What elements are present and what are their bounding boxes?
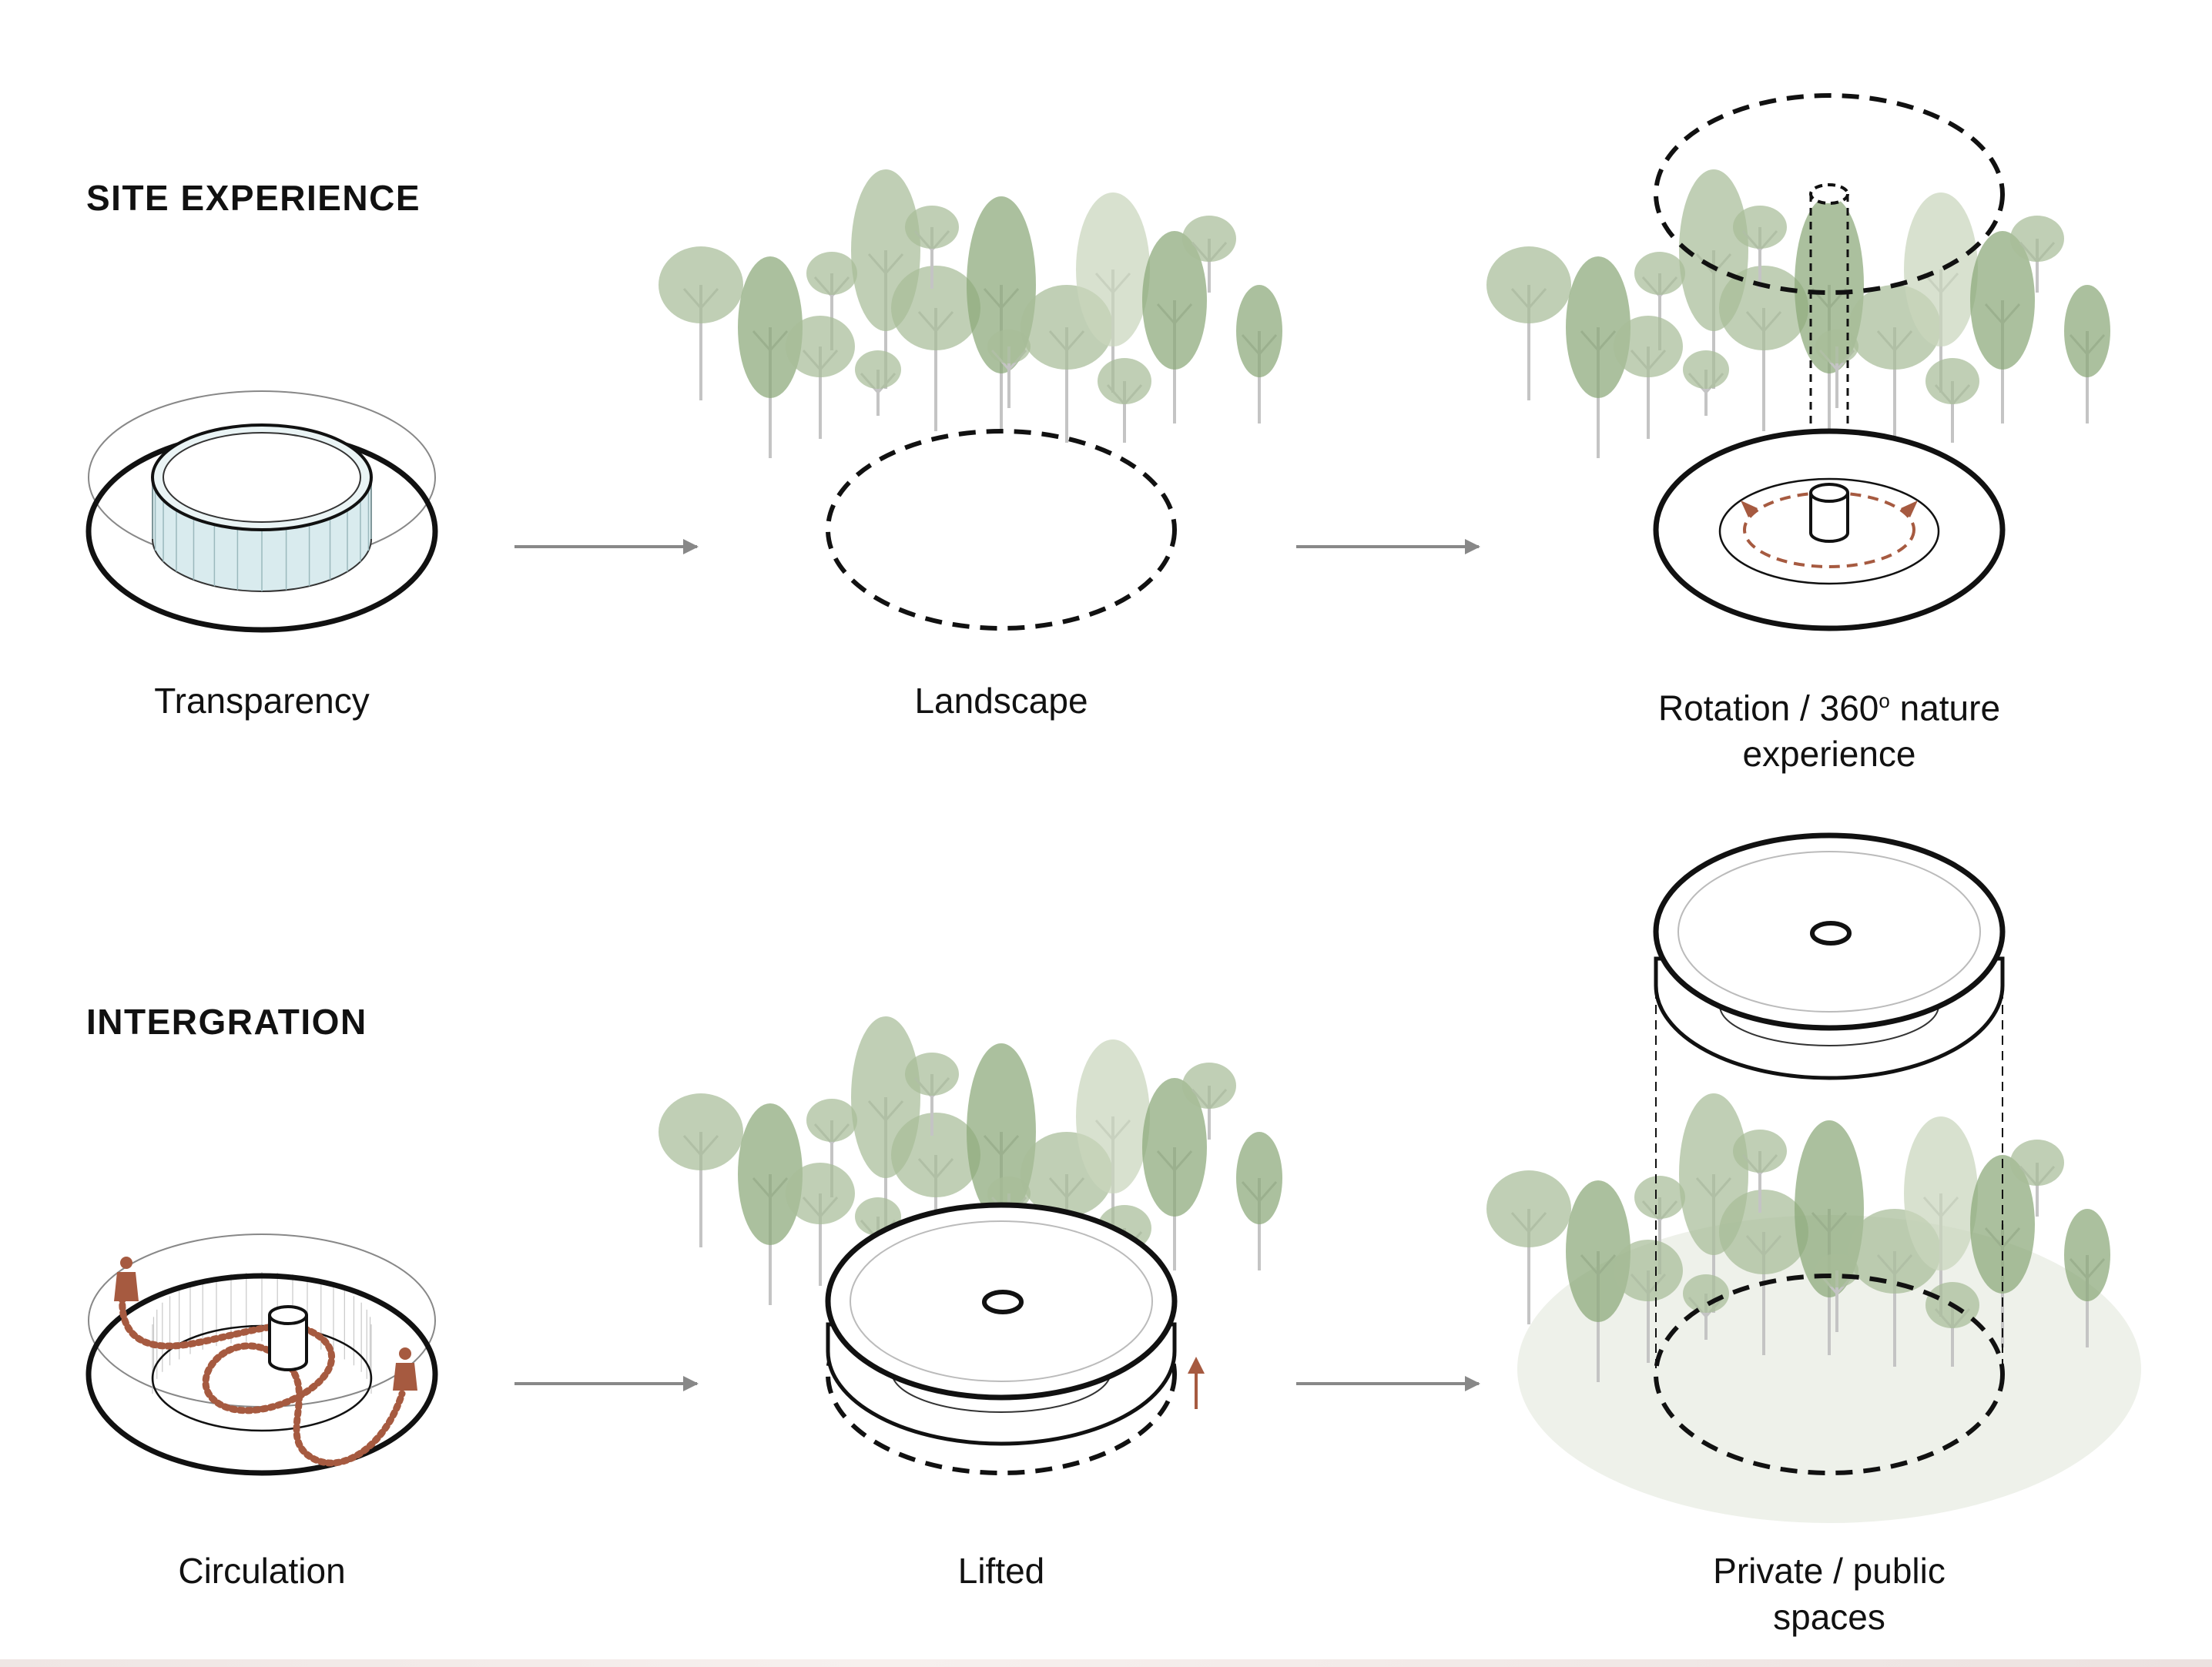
- caption-rotation-line2: experience: [1742, 734, 1916, 775]
- tree-icon: [1566, 1180, 1631, 1382]
- circulation-diagram: [85, 1234, 438, 1476]
- tree-icon: [1815, 1254, 1858, 1332]
- tree-icon: [786, 316, 855, 439]
- tree-icon: [1719, 266, 1808, 431]
- tree-icon: [2064, 285, 2110, 423]
- private-ground-outline: [1654, 1274, 2005, 1475]
- tree-icon: [1614, 316, 1683, 439]
- tree-icon: [659, 1093, 743, 1247]
- tree-icon: [2010, 1140, 2064, 1217]
- caption-circulation: Circulation: [178, 1551, 346, 1591]
- circulation-path: [119, 1278, 406, 1467]
- tree-icon: [1733, 1130, 1787, 1213]
- tree-cluster-rotation: [1486, 169, 2110, 458]
- caption-rotation-part-b: nature: [1889, 688, 2001, 728]
- site-ring-circulation: [85, 1273, 438, 1476]
- tree-icon: [1236, 285, 1282, 423]
- landscape-diagram: [826, 429, 1177, 631]
- lift-arrow-icon: [1188, 1357, 1205, 1374]
- bottom-band: [0, 1659, 2212, 1667]
- tree-icon: [738, 1103, 803, 1305]
- caption-lifted: Lifted: [957, 1551, 1045, 1591]
- tree-icon: [891, 266, 980, 431]
- section-title-integration: INTERGRATION: [86, 1002, 367, 1042]
- public-ground-area: [1517, 1215, 2141, 1523]
- tree-icon: [786, 1163, 855, 1286]
- tree-icon: [1182, 1063, 1236, 1140]
- tree-icon: [1566, 256, 1631, 458]
- caption-transparency: Transparency: [154, 681, 370, 721]
- tree-icon: [1486, 246, 1571, 400]
- tree-icon: [1182, 216, 1236, 293]
- tree-icon: [1236, 1132, 1282, 1270]
- lifted-diagram: [825, 1202, 1205, 1475]
- tree-icon: [2064, 1209, 2110, 1347]
- tree-icon: [987, 330, 1031, 408]
- caption-rotation-part-a: Rotation / 360: [1657, 688, 1879, 728]
- tree-icon: [1076, 192, 1150, 393]
- caption-rotation-degree: o: [1879, 689, 1890, 712]
- tree-icon: [1683, 350, 1729, 416]
- tree-cluster-private: [1486, 1093, 2110, 1382]
- tree-icon: [738, 256, 803, 458]
- caption-landscape: Landscape: [914, 681, 1088, 721]
- tree-icon: [1142, 1078, 1207, 1270]
- tree-icon: [1719, 1190, 1808, 1355]
- tree-icon: [967, 196, 1036, 431]
- tree-icon: [2010, 216, 2064, 293]
- tree-cluster-lifted: [659, 1016, 1282, 1305]
- tree-icon: [1683, 1274, 1729, 1340]
- person-icon: [114, 1257, 139, 1301]
- tree-icon: [905, 206, 959, 289]
- tree-cluster-landscape: [659, 169, 1282, 458]
- rotation-diagram: [1653, 93, 2006, 631]
- tree-icon: [659, 246, 743, 400]
- section-title-site-experience: SITE EXPERIENCE: [86, 178, 421, 218]
- caption-rotation: Rotation / 360o nature experience: [1560, 678, 2099, 777]
- tree-icon: [1904, 192, 1978, 393]
- rotation-arrow-right-icon: [1901, 500, 1918, 517]
- person-icon-2: [393, 1347, 417, 1391]
- tree-icon: [1142, 231, 1207, 423]
- tree-icon: [905, 1053, 959, 1136]
- tree-icon: [1970, 231, 2035, 423]
- tree-icon: [1486, 1170, 1571, 1324]
- caption-private-public: Private / public spaces: [1560, 1548, 2099, 1640]
- rotation-arrow-left-icon: [1741, 500, 1758, 517]
- upper-dashed-ring: [1654, 93, 2005, 295]
- tree-icon: [855, 350, 901, 416]
- tree-icon: [1925, 358, 1979, 443]
- core-column: [1809, 493, 1849, 543]
- rotation-path: [1743, 491, 1915, 568]
- transparency-diagram: [85, 390, 438, 633]
- clearing-dashed-outline: [826, 429, 1177, 631]
- caption-private-line2: spaces: [1773, 1597, 1885, 1637]
- caption-private-line1: Private / public: [1713, 1551, 1946, 1591]
- tree-icon: [1733, 206, 1787, 289]
- tree-icon: [1904, 1116, 1978, 1317]
- tree-icon: [1098, 358, 1151, 443]
- private-public-diagram: [1486, 832, 2141, 1523]
